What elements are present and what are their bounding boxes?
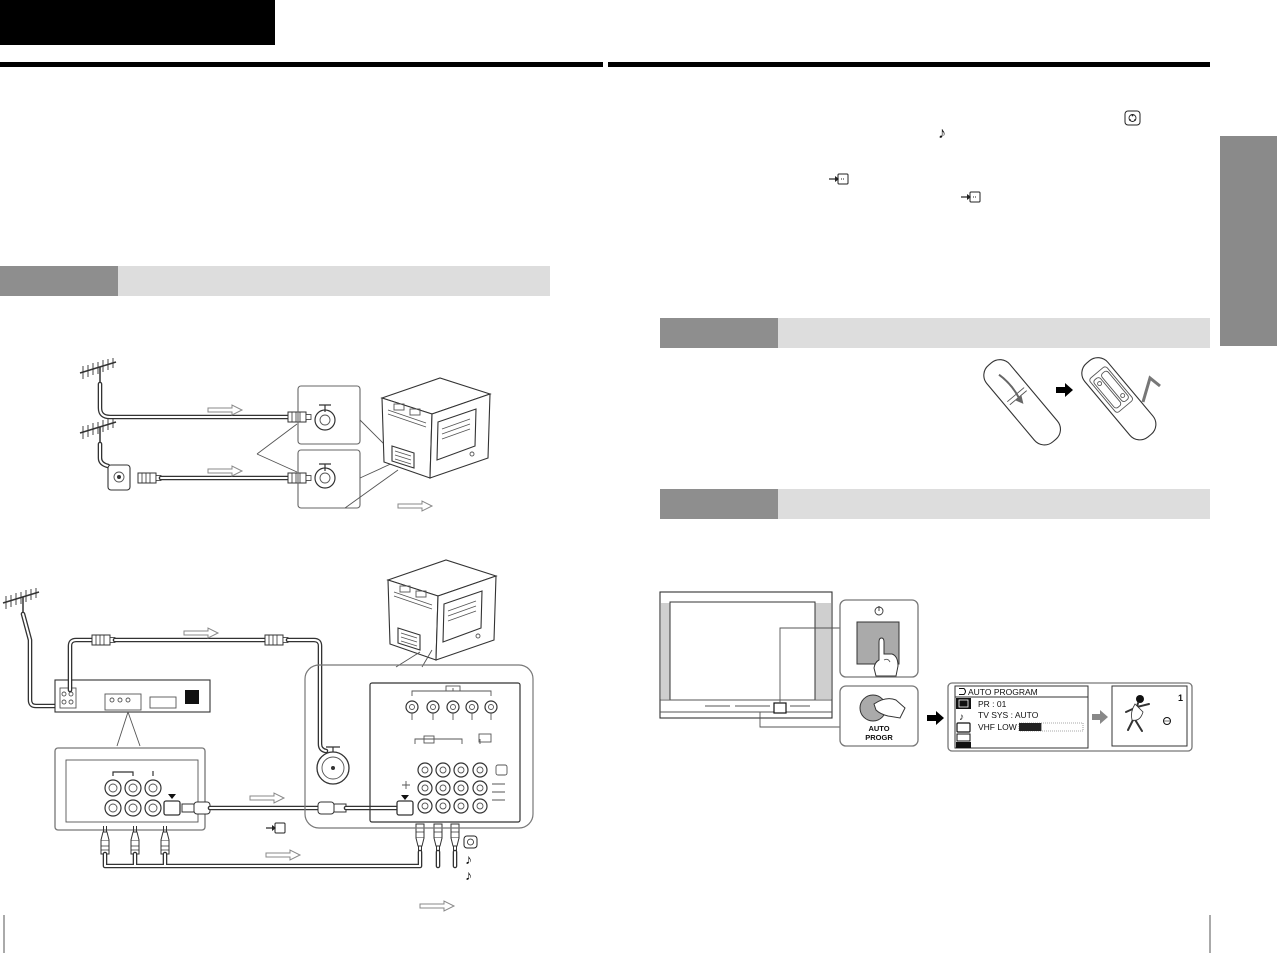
setup-menu-icon bbox=[956, 733, 971, 742]
video-input-icon bbox=[961, 191, 981, 203]
sound-icon bbox=[463, 835, 478, 849]
scan-progress-fill bbox=[1019, 723, 1042, 731]
coaxial-plug bbox=[287, 411, 312, 423]
osd-menu-icons: ♪ bbox=[956, 698, 971, 748]
tv-front bbox=[659, 591, 840, 728]
remote-battery-illustration bbox=[983, 357, 1161, 446]
music-note-icon: ♪ bbox=[465, 867, 472, 883]
vcr-rear-panel-closeup bbox=[54, 747, 206, 831]
antenna-icon bbox=[79, 357, 117, 385]
tv-menu-icon bbox=[956, 722, 971, 733]
video-input-icon bbox=[829, 173, 849, 185]
section-bar-right-2 bbox=[660, 489, 1210, 519]
osd-title: AUTO PROGRAM bbox=[968, 687, 1038, 697]
preset-menu-icon bbox=[956, 742, 971, 748]
menu-arrow-icon bbox=[959, 688, 966, 695]
tv-rear-view bbox=[381, 377, 491, 479]
progr-button-label: PROGR bbox=[865, 733, 893, 742]
picture-menu-icon bbox=[956, 698, 971, 709]
arrow-icon bbox=[1056, 383, 1073, 397]
remote-control-open bbox=[1081, 357, 1157, 441]
coaxial-plug bbox=[287, 472, 312, 484]
aerial-connection-diagram bbox=[79, 357, 491, 512]
signal-arrow-icon bbox=[397, 500, 433, 512]
sound-icon bbox=[1124, 110, 1141, 126]
vcr bbox=[54, 679, 211, 713]
signal-arrow-icon bbox=[419, 900, 455, 912]
scan-progress-bar bbox=[1018, 722, 1084, 732]
arrow-icon bbox=[927, 711, 944, 725]
power-icon bbox=[874, 606, 884, 616]
signal-arrow-icon bbox=[183, 627, 219, 639]
signal-arrow-icon bbox=[207, 465, 243, 477]
aerial-socket-closeup bbox=[297, 385, 361, 445]
tv-rear-panel-closeup bbox=[304, 664, 534, 829]
on-screen-display: AUTO PROGRAM ♪ PR : 01 TV SYS : AUTO VHF… bbox=[947, 682, 1193, 752]
side-chapter-tab bbox=[1220, 136, 1277, 346]
music-note-icon: ♪ bbox=[465, 851, 472, 867]
left-header-rule bbox=[0, 62, 603, 67]
antenna-icon bbox=[79, 417, 117, 445]
signal-arrow-icon bbox=[265, 849, 301, 861]
vcr-connection-diagram: ♪ ♪ bbox=[2, 559, 534, 912]
coaxial-plug bbox=[264, 634, 289, 646]
chapter-title-block bbox=[0, 0, 275, 45]
tv-rear-view bbox=[387, 559, 497, 661]
aerial-socket-closeup bbox=[297, 449, 361, 509]
auto-program-illustration: AUTO PROGR AUTO PROGRAM ♪ PR : 01 TV SYS… bbox=[659, 591, 1193, 752]
section-bar-right-1 bbox=[660, 318, 1210, 348]
coaxial-plug bbox=[91, 634, 116, 646]
video-input-icon bbox=[266, 822, 286, 834]
antenna-icon bbox=[2, 587, 40, 615]
programme-number: 1 bbox=[1178, 693, 1183, 703]
s-video-cable bbox=[181, 801, 399, 815]
signal-arrow-icon bbox=[207, 404, 243, 416]
right-header-rule bbox=[608, 62, 1210, 67]
music-note-icon: ♪ bbox=[959, 712, 964, 723]
osd-line-band: VHF LOW bbox=[978, 722, 1017, 732]
auto-program-button-closeup: AUTO PROGR bbox=[839, 685, 919, 747]
auto-button-label: AUTO bbox=[868, 724, 889, 733]
power-button-closeup bbox=[839, 599, 919, 678]
signal-arrow-icon bbox=[249, 792, 285, 804]
music-note-icon: ♪ bbox=[938, 125, 946, 142]
osd-line-tv-system: TV SYS : AUTO bbox=[978, 710, 1039, 720]
rca-cables bbox=[100, 823, 460, 869]
tv-aerial-socket bbox=[316, 746, 350, 785]
remote-control bbox=[983, 359, 1062, 446]
hand-icon bbox=[873, 698, 906, 719]
coaxial-plug bbox=[137, 472, 162, 484]
hand-icon bbox=[873, 637, 899, 677]
section-bar-left bbox=[0, 266, 550, 296]
arrow-icon bbox=[1092, 710, 1108, 724]
osd-line-programme: PR : 01 bbox=[978, 699, 1007, 709]
wall-socket bbox=[107, 464, 131, 491]
tv-picture-thumbnail: 1 bbox=[1111, 685, 1188, 747]
